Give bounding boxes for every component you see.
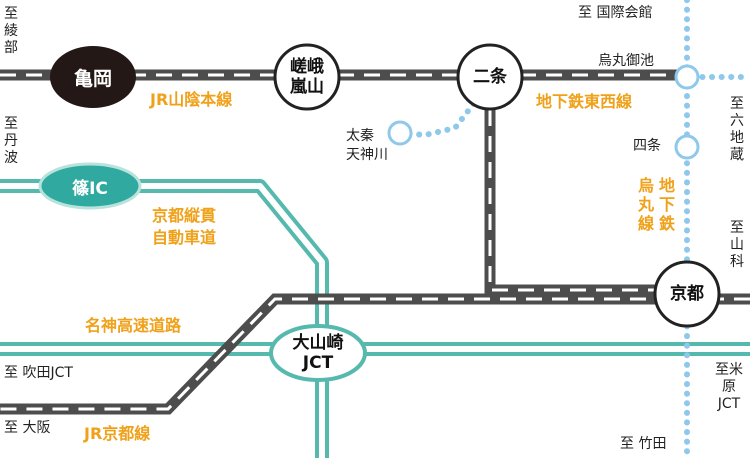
ic-shino: [38, 162, 142, 210]
dest-osaka: 至 大阪: [4, 420, 51, 436]
route-tozai-west: [397, 95, 481, 138]
dest-rokujizo: 至六地蔵: [730, 96, 744, 163]
dest-yamashina: 至山科: [730, 220, 744, 270]
station-nijo-label: 二条: [473, 67, 507, 87]
station-kyoto-label: 京都: [670, 284, 704, 304]
station-shijo: [674, 134, 700, 160]
line-label-karasuma-subway: 地 下 鉄: [659, 176, 676, 233]
station-uzumasa-tenjingawa: [387, 120, 413, 146]
station-label-uzumasa: 太秦 天神川: [346, 128, 388, 163]
ic-shino-label: 篠IC: [72, 178, 108, 199]
junction-oyamazaki: [269, 324, 367, 382]
line-label-meishin: 名神高速道路: [85, 316, 182, 335]
junction-oyamazaki-label: 大山崎 JCT: [292, 333, 344, 373]
dest-kokusai-kaikan: 至 国際会館: [578, 5, 653, 21]
station-kameoka: [50, 46, 136, 108]
station-label-shijo: 四条: [633, 138, 661, 154]
dest-yonehara-jct: 至米原JCT: [715, 362, 743, 412]
dest-suita-jct: 至 吹田JCT: [4, 365, 73, 381]
station-karasuma-oike: [674, 64, 700, 90]
station-kyoto: [653, 260, 721, 328]
route-jr-kyoto-dash: [0, 297, 750, 411]
station-saga-arashiyama-label: 嵯峨 嵐山: [290, 57, 324, 97]
station-saga-arashiyama: [273, 43, 341, 111]
line-label-kyoto-jukan: 京都縦貫 自動車道: [152, 206, 217, 247]
station-nijo: [456, 43, 524, 111]
dest-takeda: 至 竹田: [620, 436, 667, 452]
station-label-karasuma-oike: 烏丸御池: [598, 53, 654, 69]
line-label-jr-kyoto: JR京都線: [84, 424, 151, 443]
route-jr-sanin-south-dash: [488, 110, 687, 292]
line-label-karasuma: 烏 丸 線: [638, 176, 655, 233]
line-label-tozai: 地下鉄東西線: [536, 92, 633, 111]
station-kameoka-label: 亀岡: [73, 67, 112, 90]
line-label-jr-sanin: JR山陰本線: [150, 90, 233, 109]
dest-tanba: 至丹波: [4, 116, 18, 166]
dest-ayabe: 至綾部: [4, 6, 18, 56]
